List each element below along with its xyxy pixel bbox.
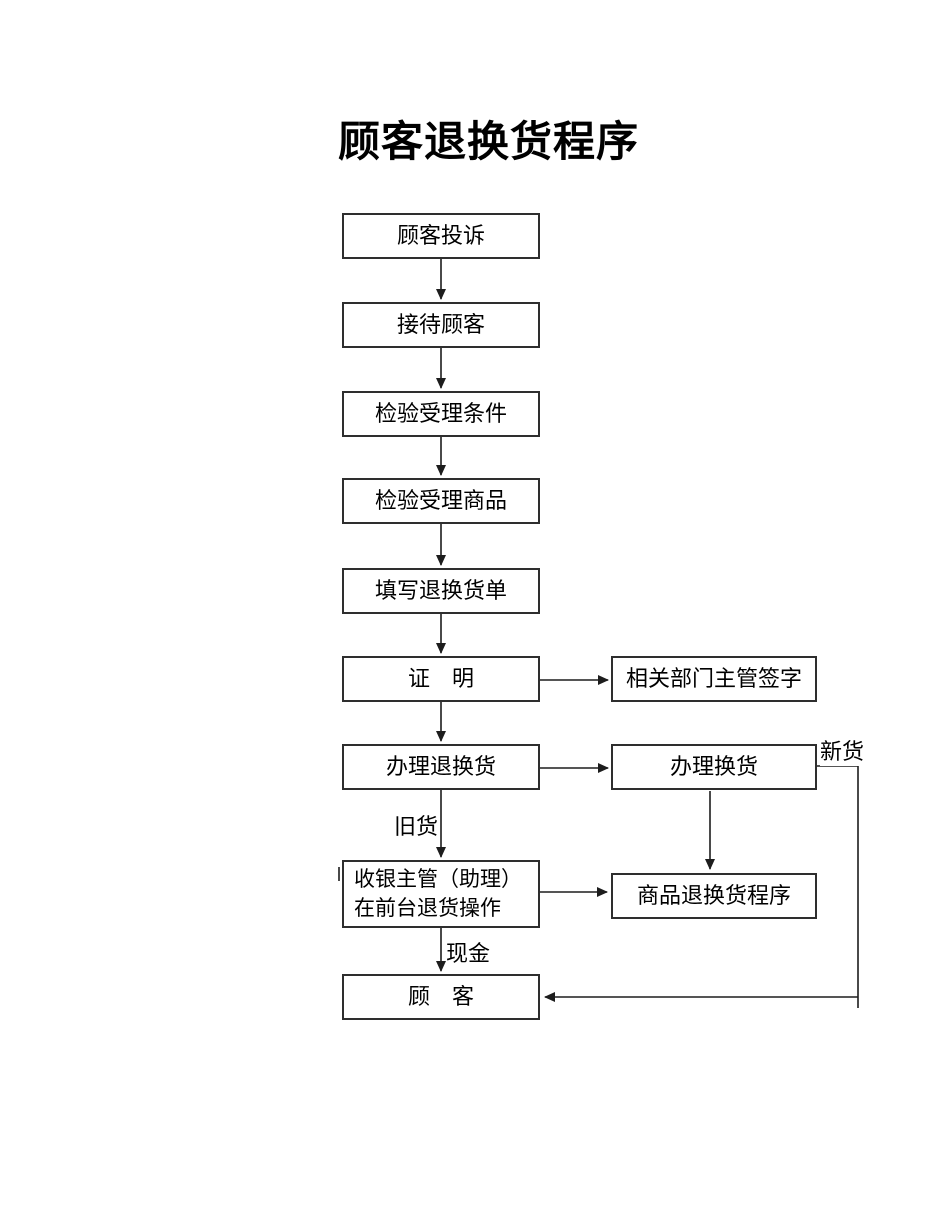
flow-node-cashier-front-desk: 收银主管（助理） 在前台退货操作	[342, 860, 540, 928]
edge-label-new-goods: 新货	[820, 734, 865, 766]
flow-node-check-acceptance-conditions: 检验受理条件	[342, 391, 540, 437]
flow-node-supervisor-signature: 相关部门主管签字	[611, 656, 817, 702]
flow-node-fill-return-form: 填写退换货单	[342, 568, 540, 614]
edge-label-cash: 现金	[446, 936, 491, 968]
flow-node-receive-customer: 接待顾客	[342, 302, 540, 348]
line-exchange-to-customer	[817, 765, 859, 1008]
page-title: 顾客退换货程序	[338, 120, 640, 166]
flow-node-goods-return-procedure: 商品退换货程序	[611, 873, 817, 919]
flow-node-process-return-exchange: 办理退换货	[342, 744, 540, 790]
flow-node-check-accepted-goods: 检验受理商品	[342, 478, 540, 524]
flow-node-customer-complaint: 顾客投诉	[342, 213, 540, 259]
edge-label-old-goods: 旧货	[394, 809, 439, 841]
flow-node-certificate: 证 明	[342, 656, 540, 702]
flow-node-customer: 顾 客	[342, 974, 540, 1020]
flow-node-process-exchange: 办理换货	[611, 744, 817, 790]
